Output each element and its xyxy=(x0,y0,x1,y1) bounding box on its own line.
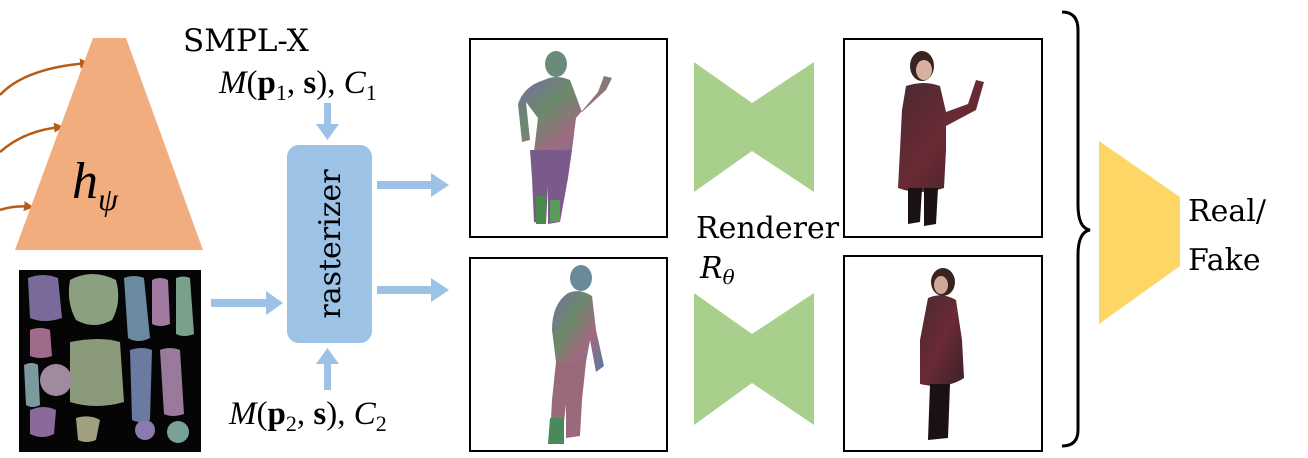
pose-arrow-bottom xyxy=(316,348,339,390)
latent-arrow-1 xyxy=(0,58,90,96)
rasterizer-to-view1-arrow xyxy=(377,173,449,197)
pose-label-top: M(p1, s), C1 xyxy=(218,65,377,105)
generator-trapezoid xyxy=(15,38,203,250)
latent-arrow-2 xyxy=(0,122,64,153)
uv-texture-map xyxy=(19,270,201,452)
rasterized-view-2 xyxy=(469,257,668,452)
renderer-network-2 xyxy=(694,293,814,425)
discriminator-trapezoid xyxy=(1099,141,1180,324)
rasterizer-block xyxy=(287,145,372,343)
rasterizer-label: rasterizer xyxy=(313,169,348,319)
rendered-view-1 xyxy=(843,38,1043,238)
latent-input-arrows xyxy=(0,58,90,212)
smplx-label: SMPL-X xyxy=(183,23,309,59)
renderer-label: Renderer xyxy=(696,211,840,246)
latent-arrow-3 xyxy=(0,201,34,212)
output-label-fake: Fake xyxy=(1188,243,1261,278)
output-label-real: Real/ xyxy=(1188,194,1267,229)
rasterizer-to-view2-arrow xyxy=(377,278,449,302)
renderer-symbol: Rθ xyxy=(699,251,735,289)
grouping-brace xyxy=(1061,10,1091,448)
texture-to-rasterizer-arrow xyxy=(211,291,283,315)
renderer-network-1 xyxy=(694,62,814,192)
pose-label-bottom: M(p2, s), C2 xyxy=(228,396,387,436)
generator-label: hψ xyxy=(72,153,119,217)
rendered-view-2 xyxy=(843,255,1043,452)
rasterized-view-1 xyxy=(469,38,668,238)
pose-arrow-top xyxy=(316,103,339,140)
